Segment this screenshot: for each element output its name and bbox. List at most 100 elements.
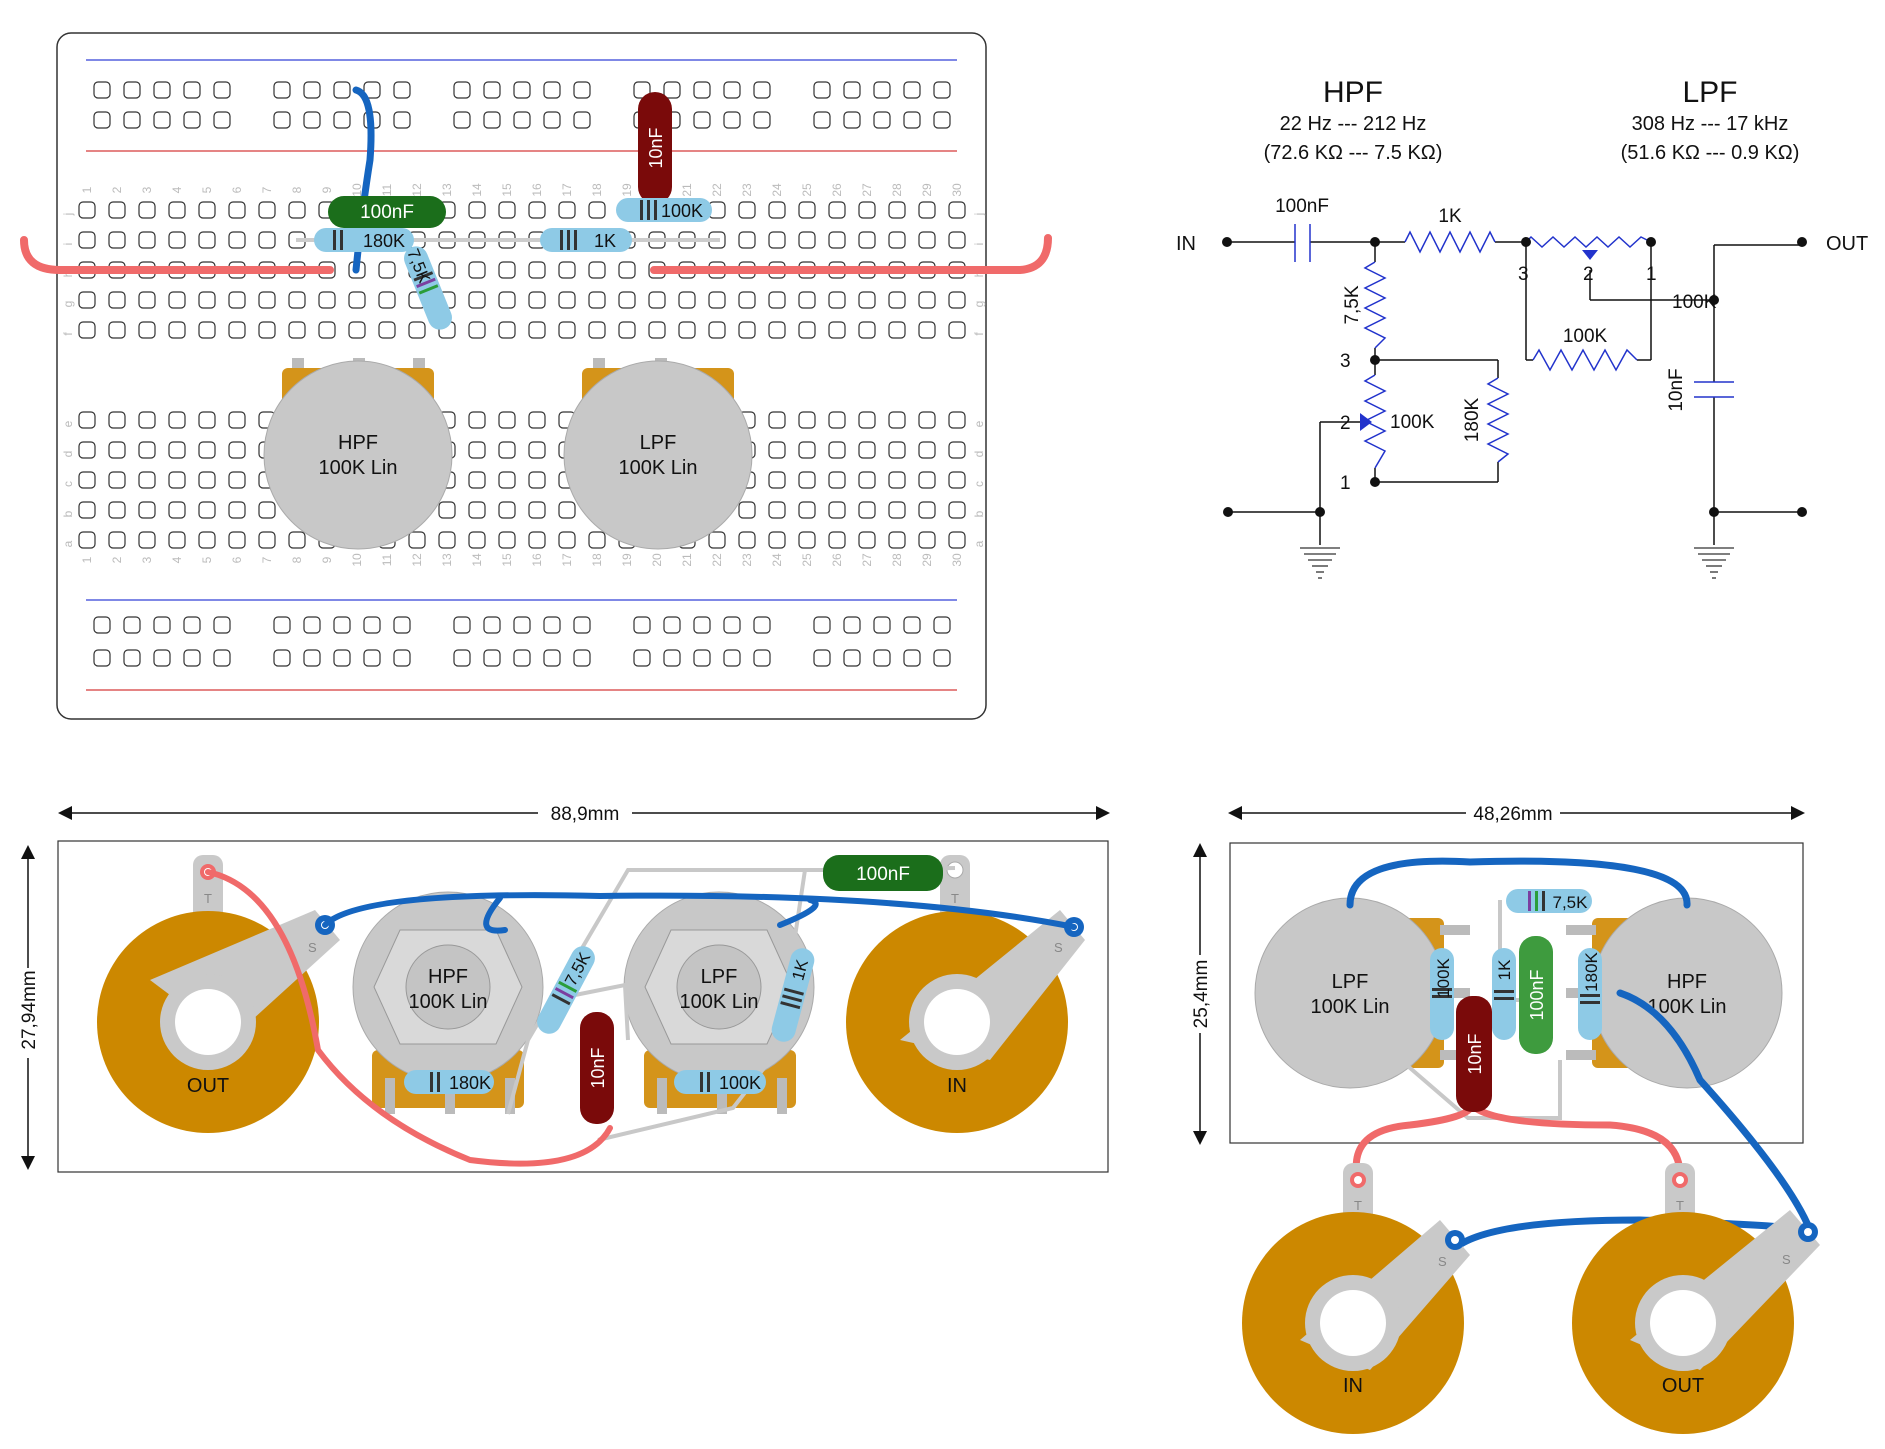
breadboard-hole [528,291,546,309]
breadboard-hole [153,111,171,129]
breadboard-hole [948,321,966,339]
breadboard-hole [573,649,591,667]
breadboard-hole [363,616,381,634]
capacitor-10nf-long-label: 10nF [588,1047,608,1088]
breadboard-hole [948,471,966,489]
breadboard-hole [78,441,96,459]
pot-lpf-breadboard: LPF 100K Lin [563,358,753,550]
breadboard-hole [753,81,771,99]
pot-hpf-long: HPF 100K Lin [352,891,544,1114]
sleeve-label: S [1438,1254,1447,1269]
breadboard-hole [363,649,381,667]
resistor-1k: 1K [540,228,632,252]
breadboard-hole [168,201,186,219]
breadboard-hole [873,81,891,99]
breadboard-hole [738,231,756,249]
breadboard-hole [393,111,411,129]
breadboard-hole [498,441,516,459]
resistor-100k: 100K [616,198,712,222]
breadboard-hole [723,81,741,99]
breadboard-hole [858,291,876,309]
pot-lpf-long-name: LPF [701,966,738,988]
breadboard-hole [453,616,471,634]
breadboard-label: i [972,243,986,246]
breadboard-hole [888,501,906,519]
breadboard-label: 16 [530,183,544,197]
breadboard-label: 21 [680,553,694,567]
breadboard-hole [948,291,966,309]
breadboard-hole [573,111,591,129]
breadboard-hole [918,531,936,549]
breadboard-body [56,32,987,720]
dim-height-bg [1188,955,1212,1033]
breadboard-hole [438,531,456,549]
breadboard-hole [948,411,966,429]
breadboard-hole [468,201,486,219]
breadboard-hole [123,111,141,129]
dim-arrow-down [1193,1131,1207,1145]
breadboard-label: f [972,332,986,336]
breadboard-label: 16 [530,553,544,567]
breadboard-hole [498,201,516,219]
jack-out-short: T S OUT [1572,1163,1820,1434]
tip-label: T [204,891,212,906]
pot-lpf-label: 100K [1672,292,1717,313]
breadboard-label: 22 [710,183,724,197]
breadboard-hole [768,501,786,519]
breadboard-label: j [61,213,75,217]
breadboard-hole [273,616,291,634]
breadboard-hole [888,531,906,549]
breadboard-hole [258,231,276,249]
breadboard-hole [168,441,186,459]
breadboard-hole [858,231,876,249]
dim-arrow-left [58,806,72,820]
breadboard-hole [168,531,186,549]
breadboard-label: 13 [440,183,454,197]
breadboard-hole [768,531,786,549]
breadboard-hole [288,321,306,339]
breadboard-hole [543,616,561,634]
breadboard-hole [903,616,921,634]
breadboard-hole [798,441,816,459]
breadboard-hole [768,201,786,219]
breadboard-hole [618,321,636,339]
breadboard-hole [513,111,531,129]
breadboard-hole [333,616,351,634]
breadboard-label: 7 [260,556,274,563]
pot-hpf-long-name: HPF [428,966,468,988]
breadboard-hole [378,261,396,279]
hpf-range: 22 Hz --- 212 Hz [1280,113,1427,135]
breadboard-hole [108,291,126,309]
breadboard-label: 7 [260,186,274,193]
breadboard-label: 10 [350,183,364,197]
schematic-wires [1227,241,1802,545]
breadboard-hole [693,111,711,129]
breadboard-hole [933,616,951,634]
breadboard-hole [798,201,816,219]
pin3-hpf: 3 [1340,351,1351,372]
breadboard-hole [138,291,156,309]
resistor-180k-long: 180K [404,1070,494,1094]
breadboard-hole [663,81,681,99]
breadboard-hole [318,291,336,309]
breadboard-hole [828,291,846,309]
wire-red-left [20,236,334,274]
breadboard-label: 4 [170,186,184,193]
breadboard-hole [828,411,846,429]
breadboard-hole [498,501,516,519]
breadboard-hole [168,321,186,339]
r-7k5-zigzag [1363,261,1387,349]
r-1k-zigzag [1404,230,1496,254]
breadboard-hole [918,291,936,309]
r-parallel-label: 180K [1462,397,1483,442]
breadboard-hole [738,321,756,339]
breadboard-hole [738,531,756,549]
breadboard-hole [828,471,846,489]
breadboard-hole [588,531,606,549]
breadboard-hole [378,291,396,309]
breadboard-hole [78,531,96,549]
pot-lpf-short: LPF 100K Lin [1254,897,1446,1089]
breadboard-label: 25 [800,183,814,197]
breadboard-hole [468,411,486,429]
breadboard-hole [678,291,696,309]
